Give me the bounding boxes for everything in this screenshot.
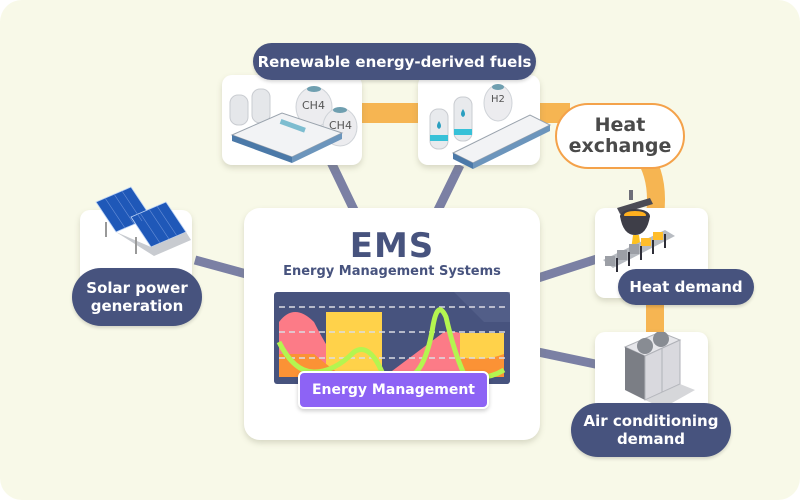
hydrogen-plant-icon: [429, 84, 552, 169]
solar-panel-icon: [95, 186, 191, 256]
methane-plant-icon: [229, 86, 358, 163]
methane-plant-card: CH4 CH4: [222, 75, 362, 165]
connector-ems-aircon: [537, 347, 601, 370]
aircon-label-line1: Air conditioning: [583, 412, 719, 430]
energy-management-button[interactable]: Energy Management: [298, 371, 489, 409]
heat-exchange-line2: exchange: [568, 135, 672, 157]
chart-gridlines: [279, 306, 505, 359]
solar-card: [80, 186, 192, 310]
ems-subtitle: Energy Management Systems: [283, 264, 501, 279]
furnace-ladle-icon: [603, 190, 675, 272]
solar-label: Solar power generation: [72, 268, 202, 326]
ems-title: EMS: [349, 226, 435, 266]
connector-ems-heat: [536, 253, 602, 283]
methane-label-2: CH4: [329, 119, 352, 132]
heat-demand-label: Heat demand: [618, 269, 754, 305]
hydrogen-label: H2: [491, 94, 505, 105]
connector-hydrogen-ems: [432, 163, 465, 214]
hydrogen-plant-card: H2: [418, 75, 552, 169]
renewable-fuels-text: Renewable energy-derived fuels: [257, 52, 532, 71]
aircon-label: Air conditioning demand: [571, 403, 731, 457]
solar-label-line1: Solar power: [86, 279, 188, 297]
methane-label-1: CH4: [302, 99, 325, 112]
heat-demand-text: Heat demand: [629, 278, 743, 296]
heat-exchange-label: Heat exchange: [555, 103, 685, 169]
renewable-fuels-label: Renewable energy-derived fuels: [253, 43, 536, 80]
ems-card: EMS Energy Management Systems Energy Man…: [244, 208, 540, 440]
connector-methane-ems: [325, 158, 360, 214]
heat-exchange-line1: Heat: [594, 114, 646, 137]
aircon-label-line2: demand: [616, 430, 686, 448]
solar-label-line2: generation: [90, 297, 184, 315]
connector-solar-ems: [193, 255, 252, 280]
ac-outdoor-unit-icon: [623, 331, 695, 408]
